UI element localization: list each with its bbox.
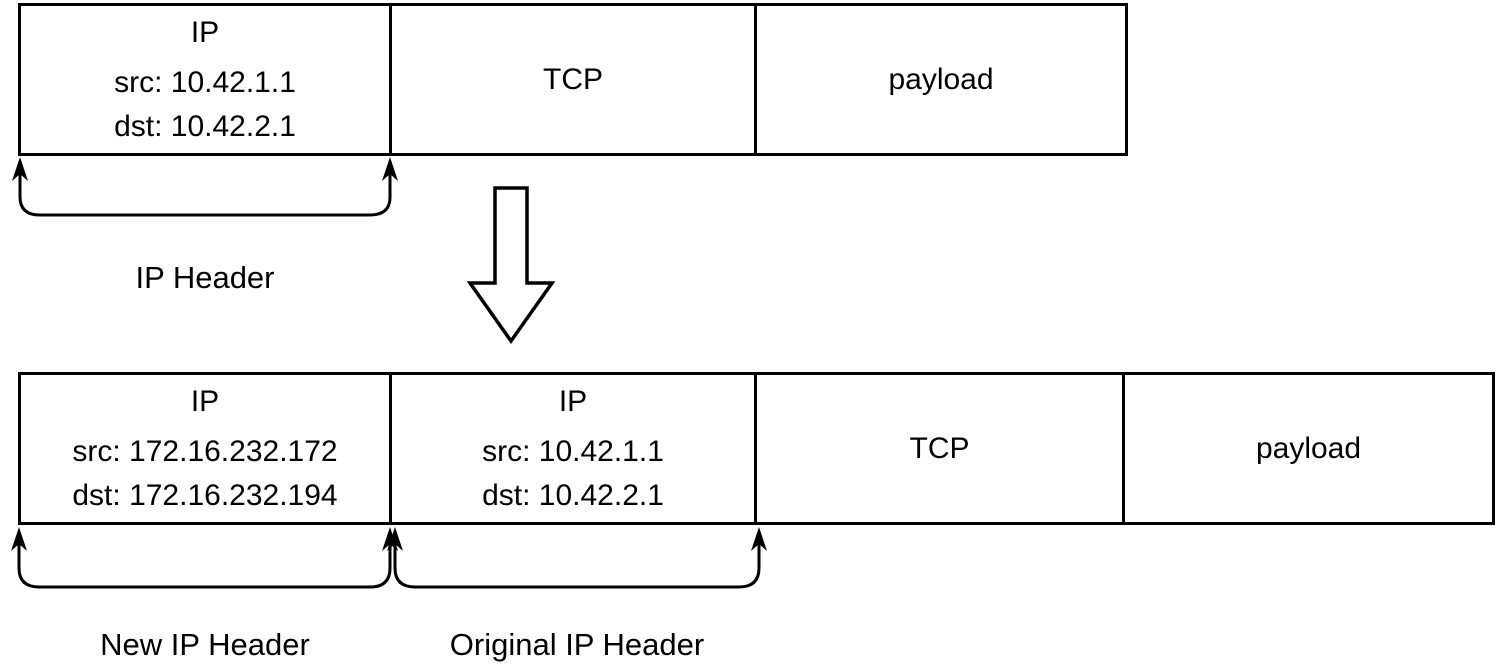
segment-title: TCP [909, 431, 970, 465]
segment-title: payload [888, 62, 994, 96]
up-arrowhead-icon [382, 527, 398, 551]
src-address: src: 172.16.232.172 [72, 434, 338, 468]
inner-ip-header-box: IP src: 10.42.1.1 dst: 10.42.2.1 [392, 375, 757, 522]
original-packet: IP src: 10.42.1.1 dst: 10.42.2.1 TCP pay… [18, 3, 1128, 156]
new-ip-header-brace [11, 527, 398, 589]
ip-header-label: IP Header [135, 260, 275, 295]
up-arrowhead-icon [11, 527, 27, 551]
original-tcp-box: TCP [392, 6, 757, 153]
original-ip-header-brace [387, 527, 767, 589]
segment-title: TCP [543, 62, 603, 96]
dst-address: dst: 172.16.232.194 [72, 478, 338, 512]
dst-address: dst: 10.42.2.1 [482, 478, 664, 512]
dst-address: dst: 10.42.2.1 [114, 109, 296, 143]
original-ip-header-label: Original IP Header [449, 627, 705, 662]
encapsulated-tcp-box: TCP [757, 375, 1125, 522]
encapsulated-packet: IP src: 172.16.232.172 dst: 172.16.232.1… [18, 372, 1495, 525]
segment-title: payload [1255, 431, 1362, 465]
ip-header-brace [12, 157, 398, 217]
original-ip-header-box: IP src: 10.42.1.1 dst: 10.42.2.1 [21, 6, 392, 153]
original-payload-box: payload [757, 6, 1125, 153]
up-arrowhead-icon [12, 157, 28, 181]
up-arrowhead-icon [387, 527, 403, 551]
segment-title: IP [558, 384, 588, 418]
new-ip-header-box: IP src: 172.16.232.172 dst: 172.16.232.1… [21, 375, 392, 522]
segment-title: IP [190, 384, 220, 418]
segment-title: IP [190, 15, 220, 49]
src-address: src: 10.42.1.1 [482, 434, 664, 468]
new-ip-header-label: New IP Header [100, 627, 310, 662]
encapsulated-payload-box: payload [1125, 375, 1492, 522]
src-address: src: 10.42.1.1 [114, 65, 296, 99]
up-arrowhead-icon [382, 157, 398, 181]
up-arrowhead-icon [751, 527, 767, 551]
down-arrow-icon [466, 186, 556, 345]
